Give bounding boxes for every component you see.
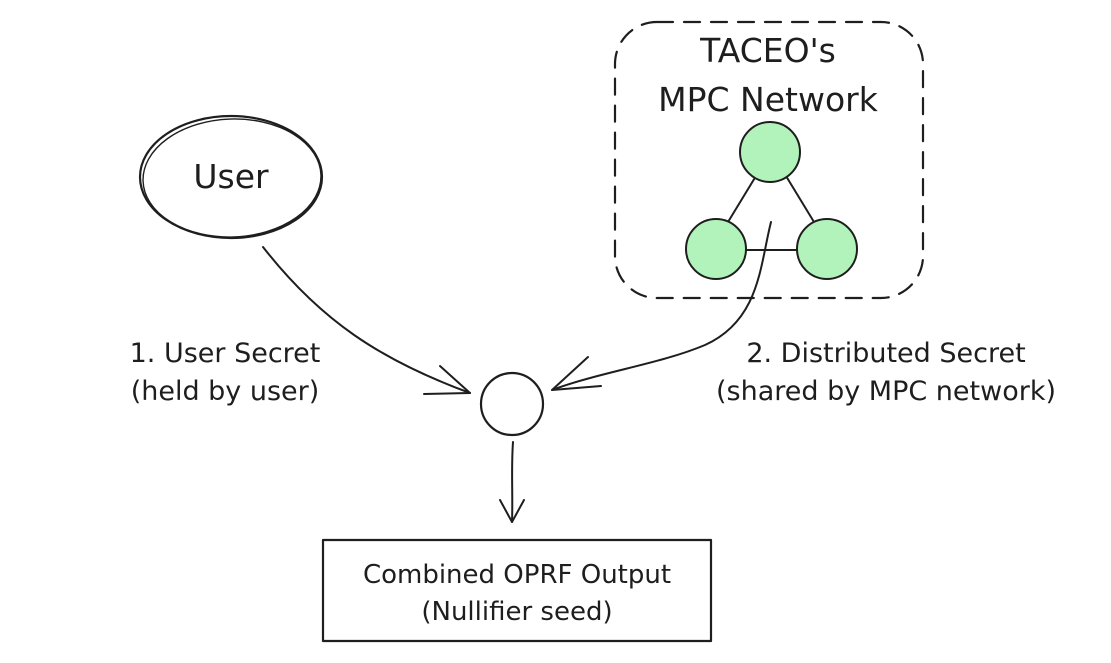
user-secret-arrow [262,246,471,395]
user-secret-label-line1: 1. User Secret [130,338,321,369]
user-label: User [193,157,269,196]
mpc-node-top [739,121,801,183]
output-label-line1: Combined OPRF Output [363,560,671,590]
output-arrow [499,441,525,523]
user-secret-label-line2: (held by user) [131,376,320,407]
distributed-secret-label-line1: 2. Distributed Secret [746,338,1025,369]
mpc-edge-top-right [785,175,815,223]
output-label-line2: (Nullifier seed) [421,597,612,627]
mpc-network-boundary [613,20,925,300]
combiner-node [479,371,545,437]
mpc-network-title-line2: MPC Network [658,80,879,119]
mpc-node-left [685,218,747,280]
mpc-edge-top-left [727,175,757,223]
distributed-secret-arrow [551,221,772,391]
distributed-secret-label-line2: (shared by MPC network) [716,376,1056,407]
mpc-network-group: TACEO's MPC Network [613,20,925,300]
output-box: Combined OPRF Output (Nullifier seed) [321,538,713,643]
user-node: User [138,114,324,240]
mpc-node-right [796,218,858,280]
mpc-network-title-line1: TACEO's [699,31,836,70]
